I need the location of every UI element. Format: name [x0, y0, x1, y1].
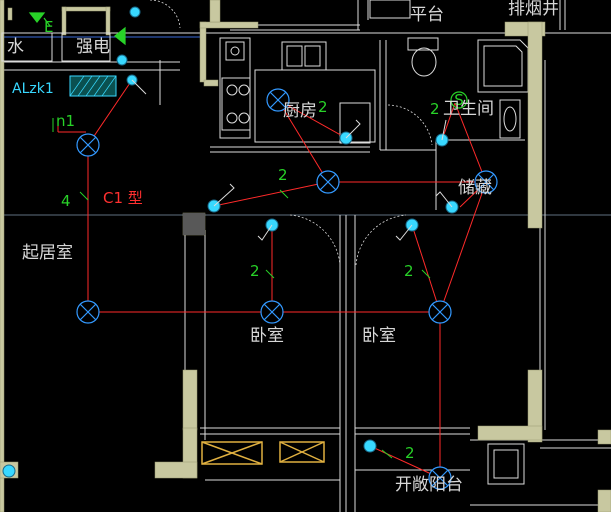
distribution-panel-icon[interactable]	[69, 75, 117, 97]
panel-label: ALzk1	[12, 81, 54, 97]
bathroom-fixtures	[369, 0, 529, 485]
wire-count-living: 4	[61, 192, 71, 210]
balcony-count: 2	[405, 444, 415, 462]
bath-symbol-text: S	[454, 91, 464, 109]
entry-markers	[28, 12, 126, 46]
wire-count-ticks	[52, 118, 431, 459]
bedroom-left-count: 2	[250, 262, 260, 280]
light-storage-icon[interactable]	[474, 170, 498, 194]
switch-balcony-icon[interactable]	[363, 439, 377, 453]
switch-levers	[131, 79, 453, 241]
light-balcony-icon[interactable]	[428, 466, 452, 490]
light-bedroom-right-icon[interactable]	[428, 300, 452, 324]
circuit-tag: n1	[56, 112, 75, 130]
bedroom-right-count: 2	[404, 262, 414, 280]
label-e: E	[44, 18, 53, 36]
balcony-units	[201, 441, 325, 465]
bath-count: 2	[430, 100, 440, 118]
bath-exhaust-icon[interactable]	[450, 91, 468, 109]
light-corridor-icon[interactable]	[316, 170, 340, 194]
kitchen-count: 2	[318, 98, 328, 116]
light-living-icon[interactable]	[76, 133, 100, 157]
switch-entry-c-icon[interactable]	[129, 6, 141, 18]
room-bedroom-1: 卧室	[250, 326, 284, 346]
label-exhaust: 排烟井	[508, 0, 559, 19]
circuit-wiring	[57, 79, 487, 479]
ceiling-lights	[76, 88, 498, 490]
room-balcony: 开敞阳台	[395, 475, 463, 495]
room-kitchen: 厨房	[283, 101, 317, 121]
label-top-room: 平台	[410, 5, 444, 25]
switch-left-bottom-icon[interactable]	[2, 464, 16, 478]
corridor-count: 2	[278, 166, 288, 184]
kitchen-fixtures	[219, 37, 376, 144]
column-block	[183, 213, 205, 235]
room-bath: 卫生间	[443, 99, 494, 119]
room-bedroom-2: 卧室	[362, 326, 396, 346]
light-kitchen-icon[interactable]	[266, 88, 290, 112]
door-swings	[150, 0, 433, 266]
switch-entry-a-icon[interactable]	[116, 54, 128, 66]
light-bedroom-left-icon[interactable]	[260, 300, 284, 324]
top-wall-markers	[1, 32, 111, 62]
light-hall-icon[interactable]	[76, 300, 100, 324]
label-strong-power: 强电	[76, 37, 110, 57]
room-storage: 储藏	[458, 178, 492, 198]
lamp-type-label: C1 型	[103, 189, 143, 207]
room-living: 起居室	[22, 243, 73, 263]
label-water: 水	[7, 37, 24, 57]
